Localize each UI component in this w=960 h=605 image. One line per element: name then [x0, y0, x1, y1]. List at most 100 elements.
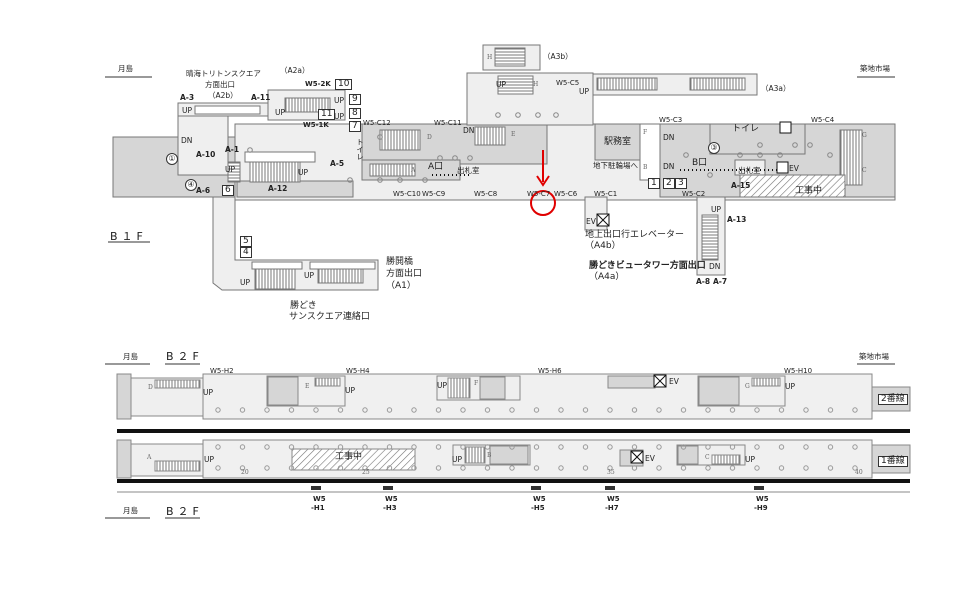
ticket-office: 出札室 [457, 166, 480, 175]
number-box: 6 [222, 185, 234, 196]
column [705, 407, 711, 413]
stair-letter: F [643, 129, 648, 136]
wall-code: W5-C11 [434, 119, 462, 127]
column [264, 465, 270, 471]
wall-code: -H3 [383, 504, 397, 512]
wall-code-marker [531, 486, 541, 490]
direction-tsukishima: 月島 [123, 506, 138, 515]
up-label: UP [345, 386, 356, 395]
up-label: UP [225, 165, 236, 174]
column [484, 465, 491, 471]
number-box: 3 [675, 178, 687, 189]
stair-letter: A [147, 454, 152, 461]
wall-code-marker [383, 486, 393, 490]
column [683, 152, 689, 158]
track-1-label: 1番線 [878, 456, 908, 467]
column [631, 465, 638, 471]
wall-code: W5-C6 [554, 190, 578, 198]
column [509, 444, 515, 450]
wall-code: -H5 [531, 504, 545, 512]
column [533, 444, 540, 450]
direction-tsukiji: 築地市場 [859, 352, 889, 361]
column [495, 112, 501, 118]
up-label: UP [496, 80, 507, 89]
up-label: UP [711, 205, 722, 214]
column [362, 444, 368, 450]
stair-letter: D [427, 134, 432, 141]
ticket-office: 出札室 [738, 166, 761, 175]
exit-a2b-name: 晴海トリトンスクエア [186, 69, 261, 78]
wall-code: W5-H6 [538, 367, 562, 375]
stair-letter: A [411, 167, 416, 174]
column [803, 407, 809, 413]
circled-number: ① [166, 153, 178, 165]
ev-label: EV [789, 164, 799, 173]
wall-code-marker [605, 486, 615, 490]
construction-label: 工事中 [795, 186, 823, 196]
track-2-label: 2番線 [878, 394, 908, 405]
column [631, 407, 638, 413]
column [680, 444, 687, 450]
direction-tsukiji: 築地市場 [860, 64, 890, 73]
column [386, 444, 393, 450]
number-box: 7 [349, 121, 361, 132]
stair-letter: G [745, 383, 750, 390]
column [582, 465, 589, 471]
column [582, 444, 589, 450]
column [533, 465, 540, 471]
exit-code: A-10 [196, 150, 216, 159]
column [460, 465, 466, 471]
up-label: UP [304, 271, 315, 280]
column [386, 407, 393, 413]
wall-code: W5 [533, 495, 546, 503]
column [452, 155, 458, 161]
wall-code: W5-1K [303, 121, 329, 129]
column [239, 465, 246, 471]
up-label: UP [437, 381, 448, 390]
up-label: UP [579, 87, 590, 96]
exit-a3a-code: （A3a） [761, 84, 791, 93]
column [337, 407, 344, 413]
column [264, 407, 270, 413]
stair-letter: B [487, 452, 492, 459]
exit-code: A-6 [196, 186, 211, 195]
column [411, 465, 417, 471]
exit-sunsquare-link: サンスクエア連絡口 [289, 312, 370, 322]
exit-a2a-code: （A2a） [280, 66, 310, 75]
wall-code-marker [311, 486, 321, 490]
wall-code: W5-C3 [659, 116, 683, 124]
ev-label: EV [645, 454, 655, 463]
exit-code: A-5 [330, 159, 345, 168]
column [729, 407, 736, 413]
column [656, 465, 662, 471]
gate-a: A口 [428, 162, 444, 172]
column [288, 465, 295, 471]
column [558, 407, 564, 413]
direction-tsukishima: 月島 [118, 64, 133, 73]
column [607, 407, 613, 413]
wall-code: W5-C10 [393, 190, 421, 198]
column [852, 444, 858, 450]
column [607, 465, 613, 471]
column [729, 465, 736, 471]
column-number: 40 [855, 469, 863, 476]
column [558, 444, 564, 450]
wall-code: W5 [756, 495, 769, 503]
column [509, 465, 515, 471]
wall-code: -H1 [311, 504, 325, 512]
track-1 [117, 479, 910, 483]
circled-number: ③ [708, 142, 720, 154]
number-box: 9 [349, 94, 361, 105]
wall-code: W5-H4 [346, 367, 370, 375]
column [411, 407, 417, 413]
column [803, 444, 809, 450]
column [484, 407, 491, 413]
stair-letter: F [474, 380, 479, 387]
column [337, 444, 344, 450]
wall-code: -H9 [754, 504, 768, 512]
bicycle-parking-label: 地下駐輪場へ [593, 161, 638, 170]
column-number: 20 [241, 469, 249, 476]
column [239, 444, 246, 450]
column-number: 25 [362, 469, 370, 476]
